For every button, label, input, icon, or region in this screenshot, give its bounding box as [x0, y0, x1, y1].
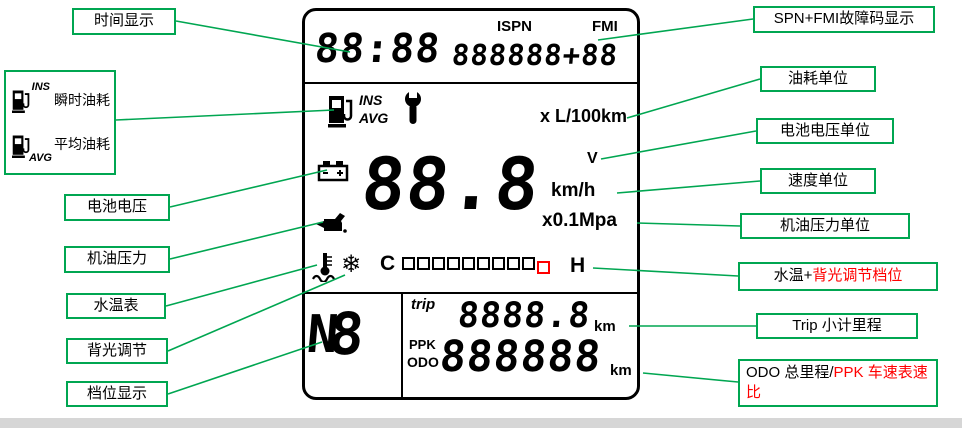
snowflake-icon: ❄ [341, 251, 362, 278]
fuel-pump-icon [328, 96, 353, 128]
callout-speed-unit-label: 速度单位 [787, 171, 848, 189]
gear-digit: 8 [326, 300, 368, 368]
gear-display: N 8 [304, 300, 368, 368]
callout-backlight: 背光调节 [66, 338, 168, 364]
avg-legend-label: AVG [28, 151, 52, 164]
callout-speed-unit: 速度单位 [760, 168, 876, 194]
callout-water-backlight-red: 背光调节档位 [812, 267, 903, 285]
fuel-pump-ins-icon: INS [10, 81, 50, 116]
temp-bar-segment [432, 257, 445, 270]
fuel-unit-label: x L/100km [540, 106, 628, 126]
connector-line [167, 341, 323, 395]
callout-fuel-unit-label: 油耗单位 [787, 69, 848, 87]
temp-scale-c-label: C [380, 252, 396, 275]
callout-spn-fmi: SPN+FMI故障码显示 [753, 6, 935, 33]
callout-backlight-label: 背光调节 [86, 341, 147, 359]
ppk-label: PPK [409, 337, 436, 352]
service-wrench-icon [403, 88, 423, 131]
bottom-divider [305, 292, 637, 294]
callout-odo-ppk: ODO 总里程/PPK 车速表速比 [738, 359, 938, 407]
callout-pressure-unit: 机油压力单位 [740, 213, 910, 239]
callout-fuel-unit: 油耗单位 [760, 66, 876, 92]
temp-bar-segment [402, 257, 415, 270]
connector-line [626, 78, 761, 119]
fuel-mode-labels: INS AVG [359, 92, 388, 126]
callout-water-temp: 水温表 [66, 293, 166, 319]
connector-line [165, 264, 318, 307]
main-value-digits: 88.8 [358, 142, 544, 226]
ins-legend-label: INS [31, 81, 50, 94]
fuel-consumption-indicator: INS AVG [328, 92, 388, 128]
connector-line [642, 372, 739, 383]
callout-trip-label: Trip 小计里程 [792, 316, 882, 334]
callout-pressure-unit-label: 机油压力单位 [779, 216, 870, 234]
callout-volt-unit: 电池电压单位 [756, 118, 894, 144]
ins-label: INS [359, 92, 383, 108]
callout-water-label: 水温表 [93, 296, 139, 314]
callout-time: 时间显示 [72, 8, 176, 35]
callout-battery-voltage: 电池电压 [64, 194, 170, 221]
coolant-temp-icon [311, 252, 339, 287]
bottom-strip [0, 418, 962, 428]
temp-scale-h-label: H [570, 254, 586, 277]
callout-odo-ppk-text: ODO 总里程/PPK 车速表速比 [746, 363, 930, 404]
temp-bar-segment [492, 257, 505, 270]
temp-bar-segment [477, 257, 490, 270]
oil-pressure-icon [314, 211, 348, 238]
fmi-label: FMI [592, 18, 618, 35]
temp-bar [402, 257, 552, 274]
callout-spn-fmi-label: SPN+FMI故障码显示 [773, 10, 915, 28]
callout-oil-label: 机油压力 [86, 250, 147, 268]
trip-unit-label: km [594, 318, 616, 335]
callout-gear-label: 档位显示 [86, 384, 147, 402]
callout-volt-unit-label: 电池电压单位 [779, 121, 870, 139]
callout-trip: Trip 小计里程 [756, 313, 918, 339]
avg-legend-text: 平均油耗 [54, 136, 110, 153]
callout-battery-label: 电池电压 [86, 198, 147, 216]
legend-row-avg: AVG 平均油耗 [10, 129, 110, 164]
temp-bar-segment [522, 257, 535, 270]
odo-label: ODO [407, 354, 439, 370]
lcd-panel: 88:88 ISPN FMI 888888+88 INS AVG [302, 8, 640, 400]
trip-label: trip [411, 296, 436, 313]
temp-bar-segment [447, 257, 460, 270]
callout-oil-pressure: 机油压力 [64, 246, 170, 273]
callout-odo-black: ODO 总里程/ [746, 363, 834, 381]
spn-label: ISPN [497, 18, 533, 35]
odo-unit-label: km [610, 362, 632, 379]
time-digits: 88:88 [312, 26, 443, 72]
avg-label: AVG [359, 110, 389, 126]
temp-bar-segment-red [537, 261, 550, 274]
callout-water-backlight-black: 水温+ [773, 267, 813, 285]
connector-line [169, 221, 324, 260]
odo-digits: 888888 [437, 332, 604, 382]
callout-odo-red: PPK 车速表速比 [746, 363, 928, 401]
connector-line [636, 222, 741, 227]
temp-bar-segment [417, 257, 430, 270]
legend-row-ins: INS 瞬时油耗 [10, 81, 110, 116]
top-divider [305, 82, 637, 84]
temp-bar-segment [462, 257, 475, 270]
vertical-divider [401, 292, 403, 397]
fault-code-digits: 888888+88 [450, 38, 620, 72]
temp-bar-segment [507, 257, 520, 270]
battery-icon [317, 160, 349, 187]
callout-fuel-legend: INS 瞬时油耗 AVG 平均油耗 [4, 70, 116, 175]
fuel-pump-avg-icon: AVG [10, 129, 52, 164]
speed-unit-label: km/h [551, 180, 596, 201]
callout-water-backlight: 水温+背光调节档位 [738, 262, 938, 291]
ins-legend-text: 瞬时油耗 [54, 91, 110, 108]
callout-gear: 档位显示 [66, 381, 168, 407]
trip-digits: 8888.8 [456, 296, 593, 336]
voltage-unit-label: V [587, 150, 598, 167]
callout-time-label: 时间显示 [93, 12, 154, 30]
pressure-unit-label: x0.1Mpa [542, 210, 617, 231]
